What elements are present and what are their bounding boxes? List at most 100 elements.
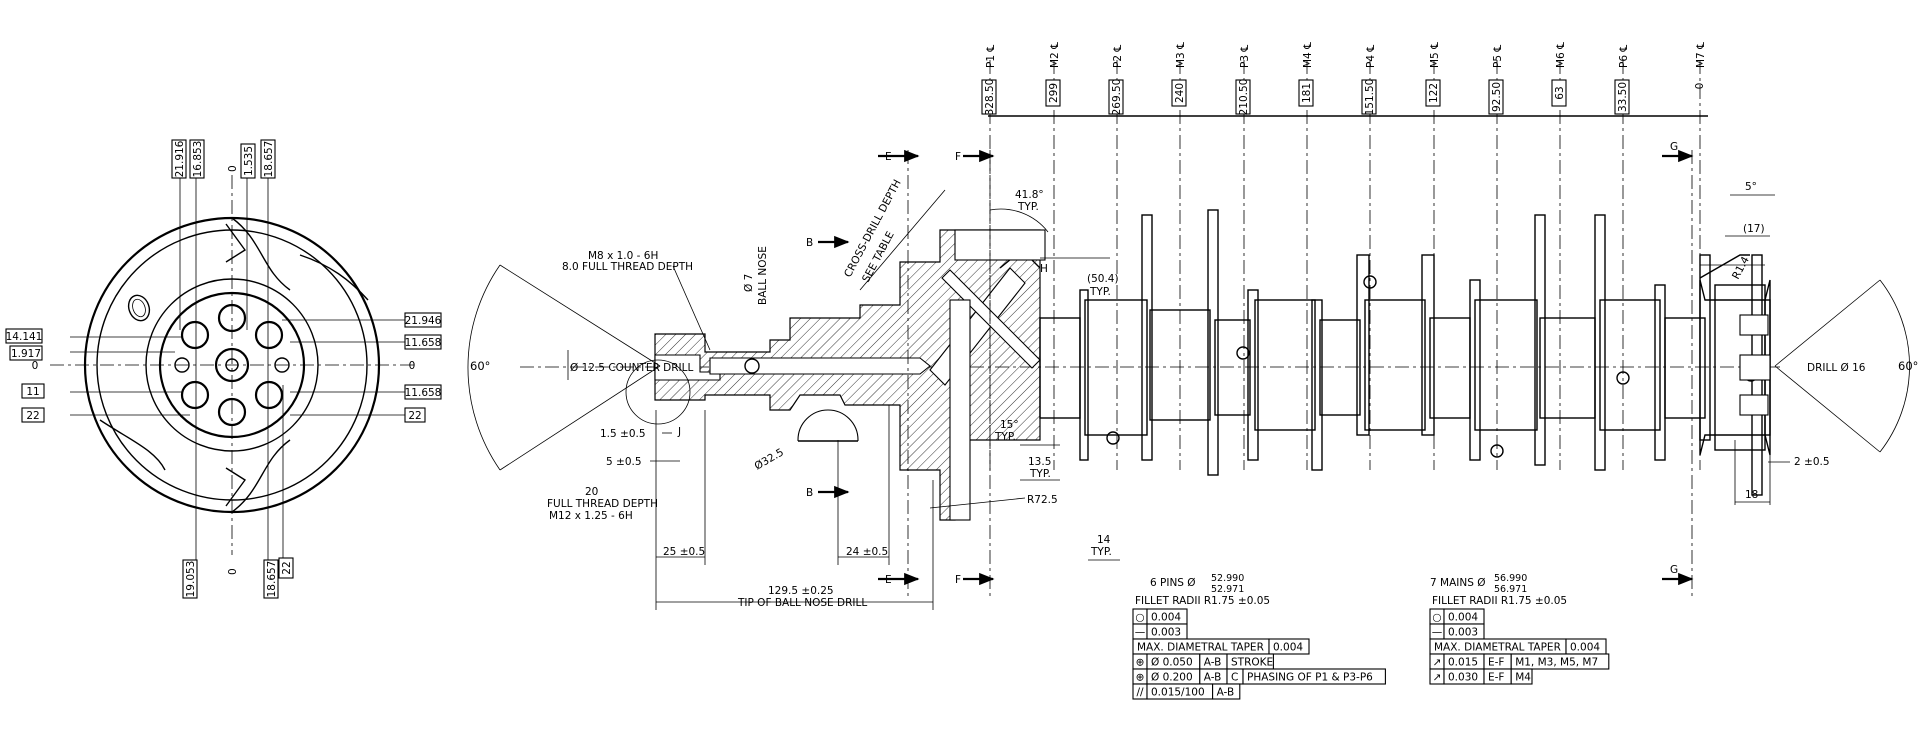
station-p3: P3 ℄210.50 xyxy=(1235,45,1251,470)
spec-cell: MAX. DIAMETRAL TAPER xyxy=(1434,642,1561,654)
spec-cell: C xyxy=(1231,672,1238,684)
svg-text:6 PINS Ø: 6 PINS Ø xyxy=(1150,577,1196,589)
front-left-label: 0 xyxy=(32,360,39,372)
station-name: P1 ℄ xyxy=(985,45,997,68)
front-right-label: 0 xyxy=(409,360,416,372)
svg-text:J: J xyxy=(677,426,681,438)
spec-row: —0.003 xyxy=(1429,623,1485,640)
svg-text:22: 22 xyxy=(26,410,39,422)
station-p4: P4 ℄151.50 xyxy=(1361,45,1377,470)
station-m3: M3 ℄240 xyxy=(1171,42,1187,470)
svg-text:R72.5: R72.5 xyxy=(1027,494,1058,506)
svg-text:129.5 ±0.25: 129.5 ±0.25 xyxy=(768,585,834,597)
svg-text:B: B xyxy=(806,487,813,499)
station-value: 210.50 xyxy=(1238,79,1250,116)
svg-text:20: 20 xyxy=(585,486,598,498)
front-left-label: 14.141 xyxy=(5,328,43,344)
svg-text:M12 x 1.25 - 6H: M12 x 1.25 - 6H xyxy=(549,510,633,522)
svg-text:22: 22 xyxy=(281,561,293,574)
station-value: 0 xyxy=(1694,83,1706,90)
spec-cell: PHASING OF P1 & P3-P6 xyxy=(1247,672,1373,684)
svg-text:60°: 60° xyxy=(1898,359,1918,373)
station-value-box: 240 xyxy=(1171,79,1187,107)
front-bottom-label: 22 xyxy=(278,557,294,579)
section-marks: E E F F B B G G H J xyxy=(677,141,1694,600)
svg-text:2 ±0.5: 2 ±0.5 xyxy=(1794,456,1830,468)
spec-cell: A-B xyxy=(1217,687,1235,699)
svg-text:13.5: 13.5 xyxy=(1028,456,1051,468)
svg-text:(50.4): (50.4) xyxy=(1087,273,1119,285)
station-value-box: 299 xyxy=(1045,79,1061,107)
svg-text:H: H xyxy=(1040,263,1048,275)
front-bottom-label: 18.657 xyxy=(263,559,279,599)
svg-text:14: 14 xyxy=(1097,534,1111,546)
svg-text:15°: 15° xyxy=(1000,419,1019,431)
svg-text:7 MAINS Ø: 7 MAINS Ø xyxy=(1430,577,1485,589)
pins-spec-table: 6 PINS Ø 52.990 52.971 FILLET RADII R1.7… xyxy=(1132,573,1386,700)
svg-text:21.946: 21.946 xyxy=(405,315,442,327)
front-top-label: 1.535 xyxy=(240,143,256,179)
station-value-box: 92.50 xyxy=(1488,79,1504,115)
spec-row: —0.003 xyxy=(1132,623,1188,640)
svg-text:DRILL Ø 16: DRILL Ø 16 xyxy=(1807,362,1866,374)
svg-text:18: 18 xyxy=(1745,489,1758,501)
svg-text:8.0 FULL THREAD DEPTH: 8.0 FULL THREAD DEPTH xyxy=(562,261,693,273)
front-bottom-label: 19.053 xyxy=(182,559,198,599)
svg-text:11: 11 xyxy=(26,386,39,398)
svg-text:41.8°: 41.8° xyxy=(1015,189,1044,201)
spec-cell: E-F xyxy=(1488,672,1504,684)
station-name: M4 ℄ xyxy=(1302,42,1314,68)
station-value-box: 0 xyxy=(1694,83,1706,90)
svg-text:G: G xyxy=(1670,141,1678,153)
station-value-box: 210.50 xyxy=(1235,79,1251,116)
svg-text:60°: 60° xyxy=(470,359,490,373)
spec-symbol: ⊕ xyxy=(1136,657,1145,669)
station-m4: M4 ℄ 181 xyxy=(1298,42,1314,470)
front-right-label: 11.658 xyxy=(404,384,442,400)
station-value: 299 xyxy=(1048,83,1060,103)
spec-row: ○0.004 xyxy=(1429,608,1485,625)
station-value: 122 xyxy=(1428,83,1440,103)
station-value: 269.50 xyxy=(1111,79,1123,116)
svg-text:G: G xyxy=(1670,564,1678,576)
station-value-box: 63 xyxy=(1551,79,1567,107)
spec-cell: 0.004 xyxy=(1151,612,1181,624)
spec-cell: 0.003 xyxy=(1448,627,1478,639)
spec-symbol: ↗ xyxy=(1433,672,1442,684)
svg-text:F: F xyxy=(955,574,961,586)
spec-symbol: ↗ xyxy=(1433,657,1442,669)
spec-symbol: // xyxy=(1136,687,1144,699)
svg-text:16.853: 16.853 xyxy=(192,141,204,178)
spec-symbol: ○ xyxy=(1135,612,1144,624)
svg-text:B: B xyxy=(806,237,813,249)
station-value-box: 181 xyxy=(1298,79,1314,107)
front-right-label: 22 xyxy=(404,407,426,423)
station-value: 33.50 xyxy=(1617,82,1629,112)
spec-cell: Ø 0.200 xyxy=(1151,672,1193,684)
station-name: M5 ℄ xyxy=(1429,42,1441,68)
front-top-label: 0 xyxy=(227,165,239,172)
front-view: 14.141 1.917 0 11 22 21.946 11.658 0 11.… xyxy=(5,139,442,599)
spec-cell: 0.004 xyxy=(1273,642,1303,654)
svg-text:56.990: 56.990 xyxy=(1494,573,1527,584)
spec-symbol: ○ xyxy=(1432,612,1441,624)
spec-cell: M4 xyxy=(1515,672,1531,684)
crank-throws xyxy=(1039,209,1763,496)
station-value: 63 xyxy=(1554,86,1566,99)
front-left-label: 1.917 xyxy=(9,345,43,361)
station-value-box: 122 xyxy=(1425,79,1441,107)
svg-text:BALL NOSE: BALL NOSE xyxy=(757,246,769,305)
svg-text:22: 22 xyxy=(408,410,421,422)
svg-text:25 ±0.5: 25 ±0.5 xyxy=(663,546,705,558)
svg-text:Ø 7: Ø 7 xyxy=(743,274,755,292)
svg-text:TYP.: TYP. xyxy=(1029,468,1051,480)
svg-text:TYP.: TYP. xyxy=(1017,201,1039,213)
spec-cell: MAX. DIAMETRAL TAPER xyxy=(1137,642,1264,654)
front-right-label: 11.658 xyxy=(404,334,442,350)
front-bottom-label: 0 xyxy=(227,568,239,575)
